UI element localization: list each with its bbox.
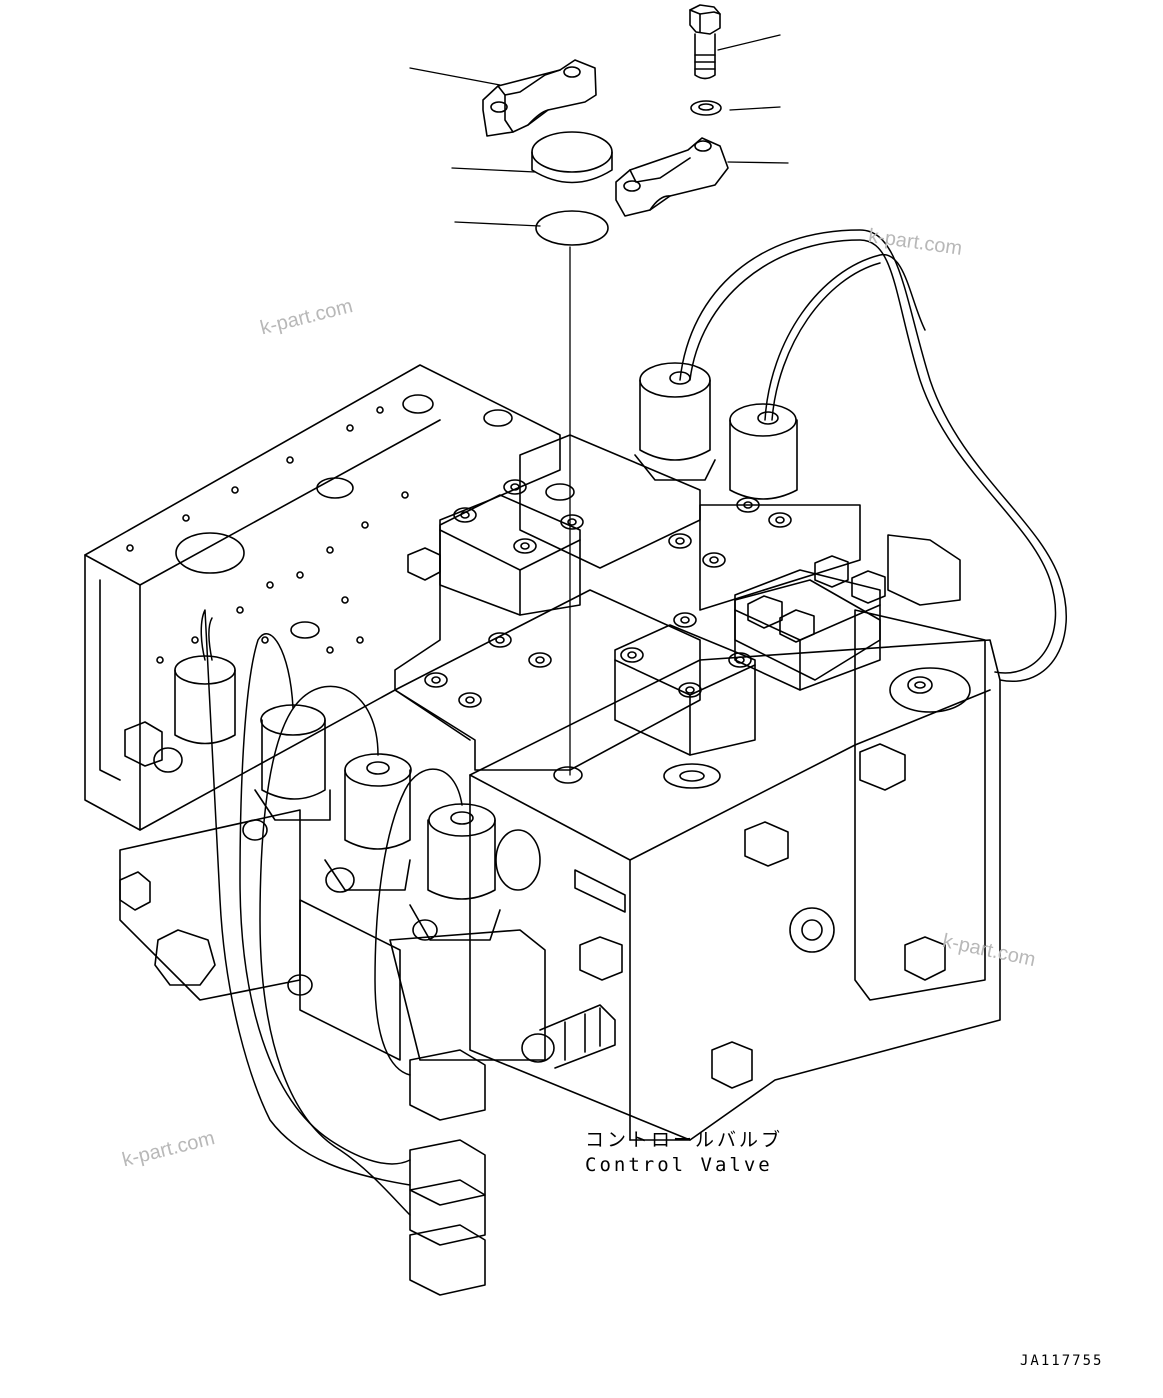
caption-english: Control Valve	[585, 1154, 773, 1176]
socket-bolts	[425, 480, 932, 707]
solenoid-valves	[120, 363, 797, 1060]
hex-bolt-icon	[690, 5, 720, 79]
blind-plug-cover-icon	[532, 132, 612, 183]
pressure-fitting	[522, 1005, 615, 1068]
control-valve-body	[85, 365, 1000, 1140]
split-flange-half-upper-icon	[483, 60, 596, 136]
leader-lines	[410, 35, 788, 775]
document-id: JA117755	[1020, 1353, 1104, 1369]
o-ring-icon	[536, 211, 608, 245]
pilot-blocks	[440, 495, 880, 755]
wiring-harness	[201, 230, 1066, 1215]
caption-japanese: コントロールバルブ	[585, 1129, 784, 1151]
washer-icon	[691, 101, 721, 115]
connectors	[410, 535, 960, 1295]
hex-plugs	[120, 548, 945, 1088]
split-flange-half-lower-icon	[616, 138, 728, 216]
